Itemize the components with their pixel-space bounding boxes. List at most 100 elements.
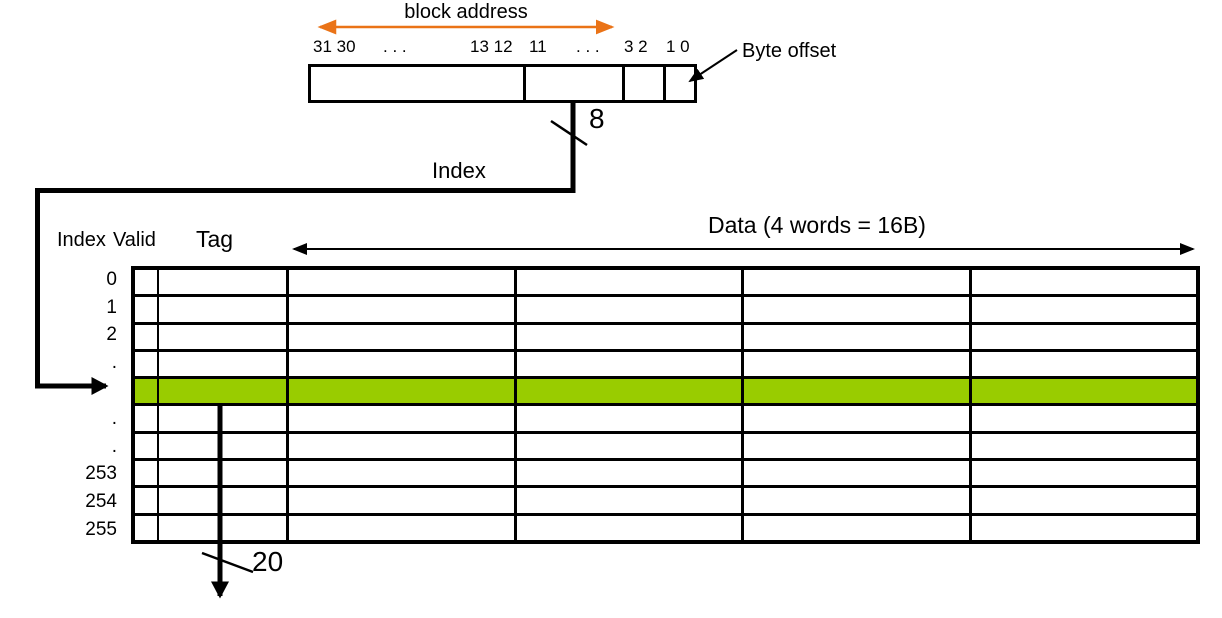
bit-label-ellipsis-low: . . . [576, 37, 600, 56]
data-cell [517, 515, 744, 540]
index-width-tick [550, 119, 588, 147]
valid-cell [135, 515, 159, 540]
row-label: 1 [106, 296, 117, 318]
row-label: . [111, 352, 117, 374]
data-cell [972, 297, 1197, 321]
valid-cell [135, 461, 159, 486]
index-column-header: Index [57, 229, 106, 251]
data-cell [972, 379, 1197, 403]
data-cell [517, 406, 744, 431]
data-cell [744, 297, 972, 322]
bit-label-1-0: 1 0 [666, 37, 690, 56]
bit-label-ellipsis-high: . . . [383, 37, 407, 56]
data-cell [972, 352, 1197, 376]
row-label: . [111, 435, 117, 457]
data-cell [289, 461, 517, 486]
data-cell [972, 516, 1197, 540]
row-labels: 0 1 2... 253 254 255 [40, 266, 117, 544]
index-arrow-label: Index [432, 158, 486, 183]
tag-cell [159, 351, 289, 377]
tag-bits-count: 20 [252, 546, 284, 577]
row-label: 0 [106, 268, 117, 290]
data-cell [289, 488, 517, 513]
cache-row [135, 297, 1197, 325]
tag-cell [159, 379, 289, 404]
data-cell [517, 324, 744, 349]
data-cell [972, 270, 1197, 294]
data-cell [744, 488, 972, 513]
bit-label-11: 11 [529, 37, 547, 56]
data-cell [744, 270, 972, 295]
data-cell [972, 325, 1197, 349]
data-cell [289, 351, 517, 377]
row-label: 2 [106, 324, 117, 346]
byte-offset-label: Byte offset [742, 40, 837, 62]
data-cell [517, 461, 744, 486]
data-cell [744, 324, 972, 349]
tag-cell [159, 406, 289, 431]
row-label [40, 377, 117, 405]
data-cell [517, 433, 744, 459]
tag-cell [159, 488, 289, 513]
data-cell [289, 297, 517, 322]
data-cell [972, 488, 1197, 512]
byte-offset-pointer-arrow [688, 49, 738, 83]
cache-row [135, 351, 1197, 380]
cache-row [135, 461, 1197, 489]
data-cell [744, 433, 972, 459]
bit-label-3-2: 3 2 [624, 37, 648, 56]
tag-column-header: Tag [196, 226, 234, 252]
valid-cell [135, 297, 159, 322]
data-cell [744, 351, 972, 377]
cache-row [135, 433, 1196, 462]
tag-cell [159, 461, 289, 486]
valid-cell [135, 433, 159, 459]
data-cell [972, 461, 1197, 485]
cache-row-highlighted [135, 379, 1197, 407]
cache-table [131, 266, 1200, 544]
row-label: 253 [85, 463, 117, 485]
address-field-box [308, 64, 697, 103]
tag-cell [159, 433, 289, 459]
row-label: . [111, 407, 117, 429]
data-cell [289, 379, 517, 404]
tag-cell [159, 324, 289, 349]
valid-cell [135, 406, 159, 431]
valid-column-header: Valid [112, 229, 156, 251]
data-cell [517, 379, 744, 404]
valid-cell [135, 351, 159, 377]
data-cell [289, 270, 517, 295]
data-cell [744, 406, 972, 431]
index-valid-header: Index Valid [57, 229, 156, 251]
bit-label-31-30: 31 30 [313, 37, 356, 56]
data-cell [972, 406, 1197, 430]
tag-cell [159, 270, 289, 295]
field-divider-tag-index [523, 67, 526, 100]
data-cell [517, 351, 744, 377]
row-label: 255 [85, 519, 117, 541]
data-cell [289, 515, 517, 540]
data-cell [289, 406, 517, 431]
tag-width-tick [201, 551, 254, 574]
data-cell [744, 515, 972, 540]
cache-row [135, 324, 1197, 352]
bit-label-13-12: 13 12 [470, 37, 513, 56]
field-divider-index-word [622, 67, 625, 100]
data-cell [517, 270, 744, 295]
valid-cell [135, 488, 159, 513]
tag-cell [159, 515, 289, 540]
data-cell [289, 324, 517, 349]
field-divider-word-byte [663, 67, 666, 100]
cache-row [135, 406, 1197, 434]
block-address-title: block address [404, 1, 528, 23]
data-cell [517, 488, 744, 513]
data-cell [289, 433, 517, 459]
valid-cell [135, 379, 159, 404]
index-bits-count: 8 [589, 103, 605, 134]
cache-row [135, 488, 1197, 516]
data-cell [517, 297, 744, 322]
row-label: 254 [85, 491, 117, 513]
cache-row [135, 270, 1197, 298]
valid-cell [135, 324, 159, 349]
